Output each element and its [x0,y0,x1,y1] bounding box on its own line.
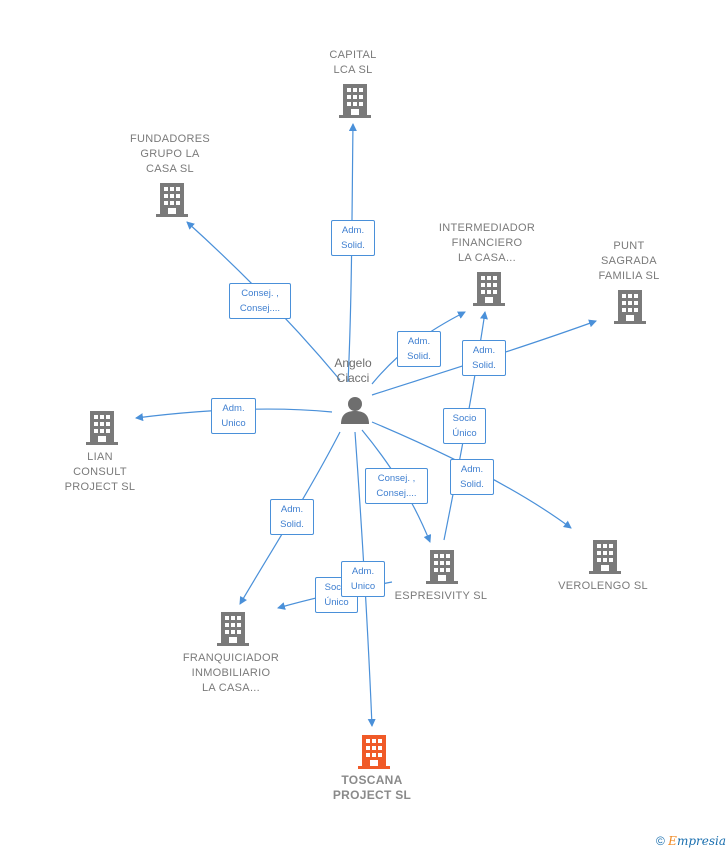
building-icon-capital [339,84,371,118]
person-name[interactable]: Angelo Ciacci [334,356,372,385]
person-icon [341,397,369,424]
building-icon-espresivity [426,550,458,584]
edge-label-fundadores[interactable]: Consej. , Consej.... [229,283,291,319]
brand-e: E [668,834,677,848]
edge-label-toscana[interactable]: Adm. Unico [341,561,385,597]
footer-brand: © Empresia [656,834,726,848]
building-icon-lian [86,411,118,445]
edge-label-lian[interactable]: Adm. Unico [211,398,256,434]
edge-label-verolengo[interactable]: Adm. Solid. [450,459,494,495]
edge-label-capital[interactable]: Adm. Solid. [331,220,375,256]
building-icon-fundadores [156,183,188,217]
edge-label-espresivity-socio[interactable]: Socio Único [443,408,486,444]
building-icon-toscana [358,735,390,769]
company-label-toscana[interactable]: TOSCANA PROJECT SL [332,773,412,802]
edge-label-punt[interactable]: Adm. Solid. [462,340,506,376]
edge-label-franquiciador-adm[interactable]: Adm. Solid. [270,499,314,535]
company-label-verolengo[interactable]: VEROLENGO SL [558,580,648,592]
copyright-symbol: © [655,834,665,848]
company-label-lian[interactable]: LIAN CONSULT PROJECT SL [64,451,136,493]
building-icon-punt [614,290,646,324]
company-label-franquiciador[interactable]: FRANQUICIADOR INMOBILIARIO LA CASA... [182,652,280,694]
company-label-espresivity[interactable]: ESPRESIVITY SL [394,590,488,602]
company-label-capital[interactable]: CAPITAL LCA SL [329,49,377,76]
company-label-punt[interactable]: PUNT SAGRADA FAMILIA SL [598,240,660,282]
edge-label-espresivity-consej[interactable]: Consej. , Consej.... [365,468,428,504]
building-icon-intermediador [473,272,505,306]
building-icon-franquiciador [217,612,249,646]
brand-name: mpresia [676,834,726,848]
company-label-fundadores[interactable]: FUNDADORES GRUPO LA CASA SL [129,133,210,175]
edge-label-intermediador[interactable]: Adm. Solid. [397,331,441,367]
company-label-intermediador[interactable]: INTERMEDIADOR FINANCIERO LA CASA... [438,222,536,264]
building-icon-verolengo [589,540,621,574]
